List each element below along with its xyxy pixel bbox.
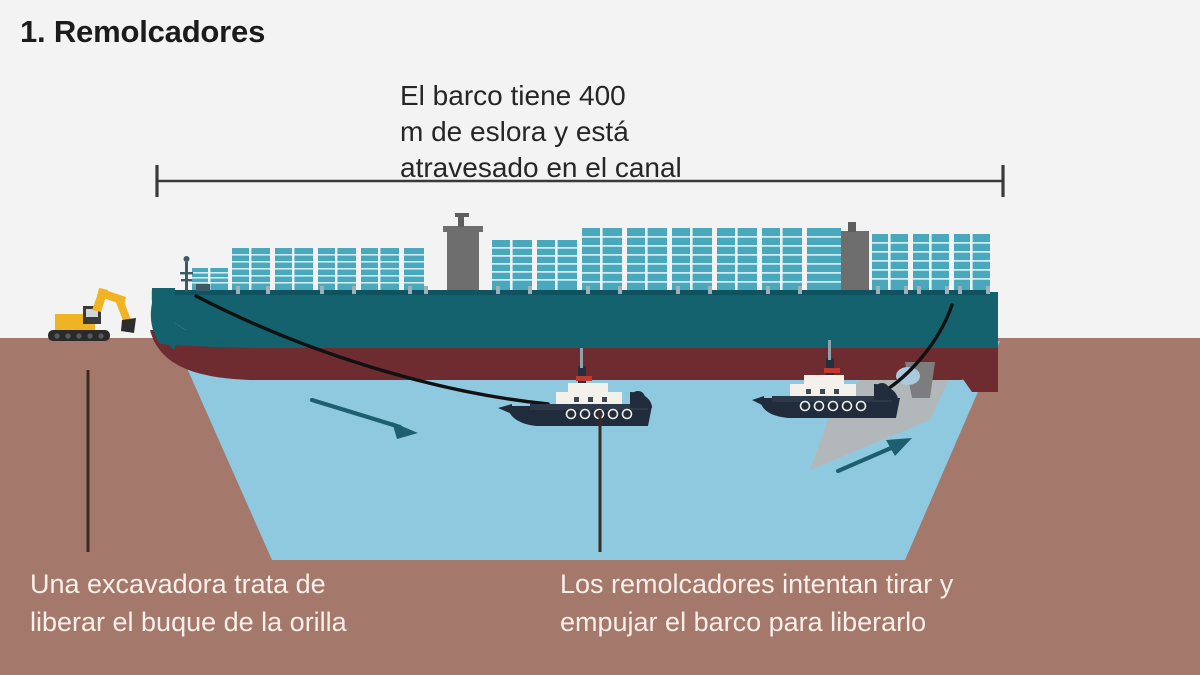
tug-right-wheelhouse bbox=[804, 375, 844, 386]
arrow-right bbox=[835, 438, 912, 474]
excavator-cab-window bbox=[86, 309, 98, 317]
container-ship bbox=[150, 213, 998, 398]
ship-stern-skirt bbox=[958, 372, 990, 392]
arrow-left bbox=[309, 397, 418, 439]
tug-left-stern-tip bbox=[498, 404, 512, 414]
container-stack bbox=[627, 228, 667, 290]
container-stacks bbox=[192, 228, 990, 290]
tug-right-windows bbox=[806, 389, 839, 394]
tug-left-windows bbox=[574, 397, 607, 402]
container-stack bbox=[762, 228, 802, 290]
ship-bow-stem bbox=[151, 288, 175, 350]
container-stack bbox=[872, 234, 908, 290]
ship-bow bbox=[150, 292, 255, 348]
container-stack bbox=[807, 228, 841, 290]
container-stack bbox=[404, 248, 424, 290]
container-stack bbox=[954, 234, 990, 290]
ship-propeller-wash bbox=[896, 367, 920, 385]
container-stack bbox=[537, 240, 577, 290]
excavator-bucket bbox=[121, 318, 136, 333]
container-stack bbox=[717, 228, 757, 290]
container-stack bbox=[361, 248, 399, 290]
container-stack bbox=[492, 240, 532, 290]
container-support-posts bbox=[236, 286, 990, 294]
page-title: 1. Remolcadores bbox=[20, 14, 266, 49]
container-stack bbox=[275, 248, 313, 290]
ship-bow-deckhouse bbox=[196, 284, 210, 291]
tug-left-mast bbox=[580, 348, 583, 368]
ship-bow-mast bbox=[180, 256, 193, 292]
tug-right-funnel bbox=[826, 358, 834, 390]
ship-aft-tower bbox=[841, 222, 869, 290]
caption-excavator: Una excavadora trata de liberar el buque… bbox=[30, 569, 347, 637]
container-stack bbox=[672, 228, 712, 290]
tug-right-fenders bbox=[799, 400, 867, 412]
excavator bbox=[48, 288, 136, 341]
tug-left-funnel-band bbox=[576, 376, 592, 381]
container-stack bbox=[232, 248, 270, 290]
tug-right-mast bbox=[828, 340, 831, 360]
container-stack bbox=[318, 248, 356, 290]
tow-rope-left bbox=[194, 294, 550, 406]
container-stack bbox=[582, 228, 622, 290]
caption-tugboats: Los remolcadores intentan tirar y empuja… bbox=[560, 569, 954, 637]
excavator-track-wheels bbox=[54, 333, 104, 339]
tug-left-fenders bbox=[565, 408, 633, 420]
container-stack bbox=[913, 234, 949, 290]
tug-left-wheelhouse bbox=[568, 383, 608, 394]
tug-left-gunwale bbox=[530, 404, 648, 410]
tugboat-left bbox=[498, 348, 652, 426]
tug-left-bow-fender bbox=[631, 391, 645, 405]
tug-right-gunwale bbox=[772, 396, 892, 402]
ship-hull-teal bbox=[155, 292, 990, 348]
excavator-arm bbox=[115, 296, 131, 323]
ship-midship-tower bbox=[443, 213, 483, 290]
ship-stern-block bbox=[930, 292, 998, 348]
tug-left-funnel bbox=[578, 366, 586, 398]
dimension-caption: El barco tiene 400 m de eslora y está at… bbox=[400, 80, 682, 183]
tug-right-bow-fender bbox=[875, 383, 889, 397]
tugboat-right bbox=[752, 340, 900, 418]
dimension-line bbox=[155, 165, 1005, 197]
ship-deck-line bbox=[175, 290, 990, 295]
tug-right-funnel-band bbox=[824, 368, 840, 373]
tug-right-stern-tip bbox=[752, 396, 764, 406]
